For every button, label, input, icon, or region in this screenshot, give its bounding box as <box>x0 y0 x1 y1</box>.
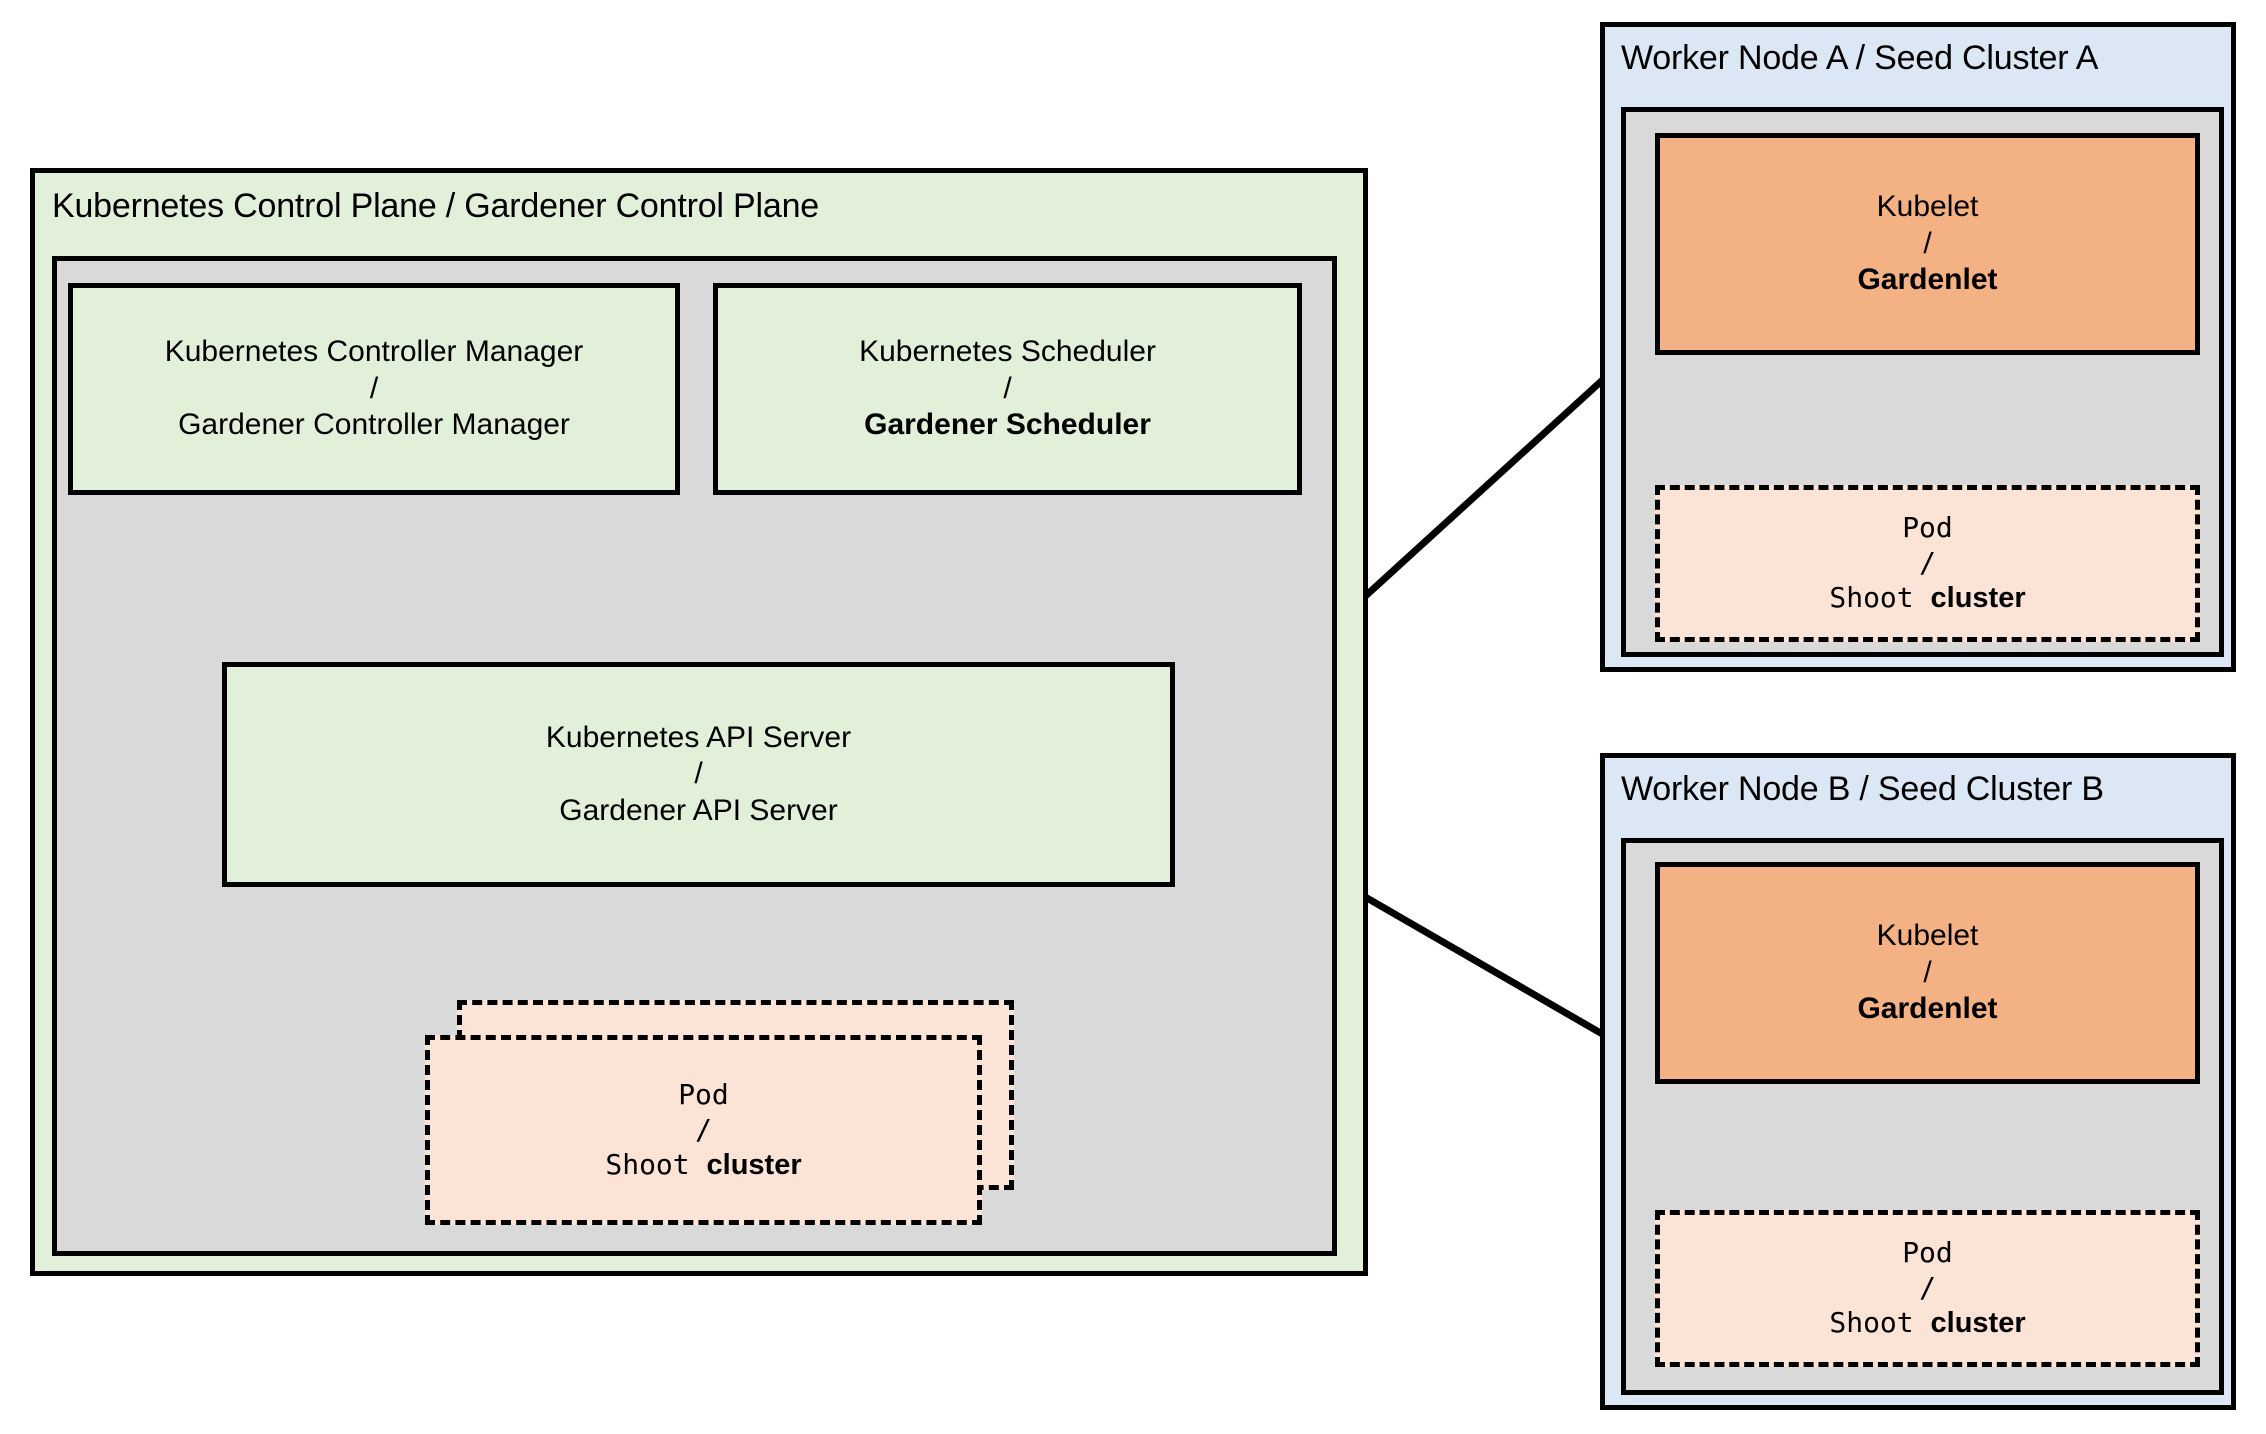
control-plane-pod-box[interactable]: Pod / Shoot cluster <box>425 1035 982 1225</box>
gardener-api-server-line: Gardener API Server <box>559 793 838 827</box>
seed-a-pod-separator: / <box>1919 546 1936 580</box>
gardener-controller-manager-line: Gardener Controller Manager <box>178 408 570 442</box>
worker-node-a-title: Worker Node A / Seed Cluster A <box>1621 39 2099 77</box>
seed-a-pod-line2: Shoot cluster <box>1829 580 2025 616</box>
seed-b-pod-separator: / <box>1919 1271 1936 1305</box>
kubernetes-api-server-box[interactable]: Kubernetes API Server / Gardener API Ser… <box>222 662 1175 887</box>
kubelet-a-separator: / <box>1923 226 1932 260</box>
scheduler-separator: / <box>1003 371 1012 405</box>
gardenlet-a-line: Gardenlet <box>1857 263 1998 297</box>
seed-a-pod-cluster: cluster <box>1930 582 2026 615</box>
kubelet-gardenlet-a-box[interactable]: Kubelet / Gardenlet <box>1655 133 2200 355</box>
kubelet-b-separator: / <box>1923 955 1932 989</box>
gardener-scheduler-line: Gardener Scheduler <box>864 408 1151 442</box>
seed-a-pod-shoot: Shoot <box>1829 581 1914 615</box>
control-plane-pod-separator: / <box>695 1112 712 1146</box>
seed-b-pod-cluster: cluster <box>1930 1307 2026 1340</box>
controller-manager-separator: / <box>369 371 379 405</box>
kubelet-b-line1: Kubelet <box>1876 919 1979 953</box>
seed-a-pod-line1: Pod <box>1902 511 1953 545</box>
control-plane-pod-line2: Shoot cluster <box>605 1147 801 1183</box>
control-plane-title: Kubernetes Control Plane / Gardener Cont… <box>52 187 819 225</box>
seed-b-pod-shoot: Shoot <box>1829 1306 1914 1340</box>
kubelet-gardenlet-b-box[interactable]: Kubelet / Gardenlet <box>1655 862 2200 1084</box>
seed-b-pod-box[interactable]: Pod / Shoot cluster <box>1655 1210 2200 1367</box>
seed-a-pod-box[interactable]: Pod / Shoot cluster <box>1655 485 2200 642</box>
worker-node-b-title: Worker Node B / Seed Cluster B <box>1621 770 2104 808</box>
kubelet-a-line1: Kubelet <box>1876 190 1979 224</box>
seed-b-pod-line2: Shoot cluster <box>1829 1305 2025 1341</box>
controller-manager-line1: Kubernetes Controller Manager <box>164 335 584 369</box>
kubernetes-controller-manager-box[interactable]: Kubernetes Controller Manager / Gardener… <box>68 283 680 495</box>
control-plane-pod-shoot: Shoot <box>605 1147 690 1181</box>
api-server-line1: Kubernetes API Server <box>545 720 852 754</box>
api-server-separator: / <box>694 757 703 791</box>
seed-b-pod-line1: Pod <box>1902 1236 1953 1270</box>
kubernetes-scheduler-box[interactable]: Kubernetes Scheduler / Gardener Schedule… <box>713 283 1302 495</box>
control-plane-pod-cluster: cluster <box>706 1148 802 1181</box>
gardenlet-b-line: Gardenlet <box>1857 992 1998 1026</box>
control-plane-pod-line1: Pod <box>678 1077 729 1111</box>
scheduler-line1: Kubernetes Scheduler <box>859 335 1156 369</box>
